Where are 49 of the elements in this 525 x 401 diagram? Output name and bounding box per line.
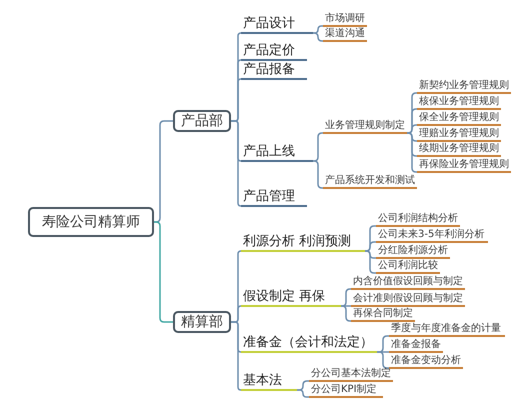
subtopic-label: 公司利润比较 [376, 260, 440, 274]
connector-line [365, 250, 376, 274]
connector-line [312, 160, 324, 189]
connector-line [341, 288, 351, 307]
topic-label: 假设制定 再保 [241, 288, 341, 307]
connector-line [364, 241, 376, 252]
subtopic-label: 内含价值假设回顾与制定 [351, 276, 465, 290]
subtopic-label: 公司利润结构分析 [376, 213, 460, 227]
root-topic: 寿险公司精算师 [28, 207, 154, 237]
topic-label: 产品上线 [241, 143, 313, 162]
topic-label: 产品定价 [241, 42, 307, 61]
topic-label: 产品管理 [241, 188, 307, 207]
subtopic-label: 续期业务管理规则 [417, 143, 501, 157]
topic-label: 基本法 [241, 372, 297, 391]
connector-line [297, 389, 309, 398]
connector-line [297, 380, 309, 391]
subtopic-label: 分公司KPI制定 [309, 384, 383, 398]
topic-label: 产品设计 [241, 15, 313, 34]
topic-label: 产品报备 [241, 61, 307, 80]
connector-line [377, 335, 389, 353]
topic-label: 准备金（会计和法定） [241, 334, 377, 353]
branch-topic: 产品部 [173, 110, 231, 132]
branch-topic: 精算部 [173, 311, 231, 333]
subtopic-label: 会计准则假设回顾与制定 [351, 293, 465, 307]
subtopic-label: 业务管理规则制定 [323, 120, 407, 134]
subtopic-label: 再保险业务管理规则 [417, 159, 511, 173]
subtopic-label: 分红险利源分析 [376, 245, 450, 259]
connector-line [231, 120, 242, 207]
connector-line [312, 32, 324, 42]
connector-line [231, 321, 242, 391]
subtopic-label: 理赔业务管理规则 [417, 128, 501, 142]
connector-line [406, 124, 418, 134]
subtopic-label: 新契约业务管理规则 [417, 80, 511, 94]
subtopic-label: 准备金报备 [389, 339, 443, 353]
subtopic-label: 核保业务管理规则 [417, 96, 501, 110]
connector-line [313, 25, 323, 34]
connector-line [377, 351, 389, 369]
subtopic-label: 分公司基本法制定 [309, 368, 393, 382]
subtopic-label: 渠道沟通 [323, 28, 367, 42]
subtopic-label: 公司未来3-5年利润分析 [376, 229, 488, 243]
subtopic-label: 准备金变动分析 [389, 355, 463, 369]
subtopic-label: 市场调研 [323, 13, 367, 27]
topic-label: 利源分析 利润预测 [241, 233, 365, 252]
subtopic-label: 季度与年度准备金的计量 [389, 323, 505, 337]
connector-line [406, 132, 418, 173]
subtopic-label: 保全业务管理规则 [417, 112, 501, 126]
subtopic-label: 再保合同制定 [351, 308, 415, 322]
subtopic-label: 产品系统开发和测试 [323, 175, 417, 189]
connector-line [340, 305, 352, 322]
